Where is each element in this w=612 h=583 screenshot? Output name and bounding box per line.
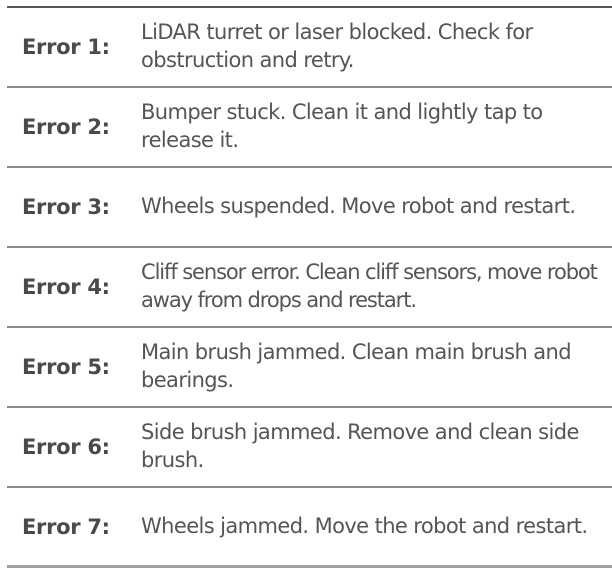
error-label: Error 1: xyxy=(22,35,110,59)
error-description: Wheels suspended. Move robot and restart… xyxy=(141,194,576,218)
error-row-3: Error 3: Wheels suspended. Move robot an… xyxy=(7,168,612,248)
error-description: Bumper stuck. Clean it and lightly tap t… xyxy=(141,100,543,152)
error-label: Error 4: xyxy=(22,275,110,299)
error-code-table: Error 1: LiDAR turret or laser blocked. … xyxy=(7,6,612,568)
error-row-6: Error 6: Side brush jammed. Remove and c… xyxy=(7,408,612,488)
error-row-4: Error 4: Cliff sensor error. Clean cliff… xyxy=(7,248,612,328)
error-label: Error 5: xyxy=(22,355,110,379)
error-row-5: Error 5: Main brush jammed. Clean main b… xyxy=(7,328,612,408)
error-label: Error 2: xyxy=(22,115,110,139)
error-description: LiDAR turret or laser blocked. Check for… xyxy=(141,20,533,72)
error-description: Main brush jammed. Clean main brush and … xyxy=(141,340,572,392)
error-row-7: Error 7: Wheels jammed. Move the robot a… xyxy=(7,488,612,568)
error-description: Wheels jammed. Move the robot and restar… xyxy=(141,513,588,538)
error-row-1: Error 1: LiDAR turret or laser blocked. … xyxy=(7,8,612,88)
error-label: Error 3: xyxy=(22,195,110,219)
error-description: Side brush jammed. Remove and clean side… xyxy=(141,420,579,472)
error-row-2: Error 2: Bumper stuck. Clean it and ligh… xyxy=(7,88,612,168)
error-label: Error 6: xyxy=(22,435,110,459)
error-description: Cliff sensor error. Clean cliff sensors,… xyxy=(141,260,598,312)
error-label: Error 7: xyxy=(22,514,110,539)
